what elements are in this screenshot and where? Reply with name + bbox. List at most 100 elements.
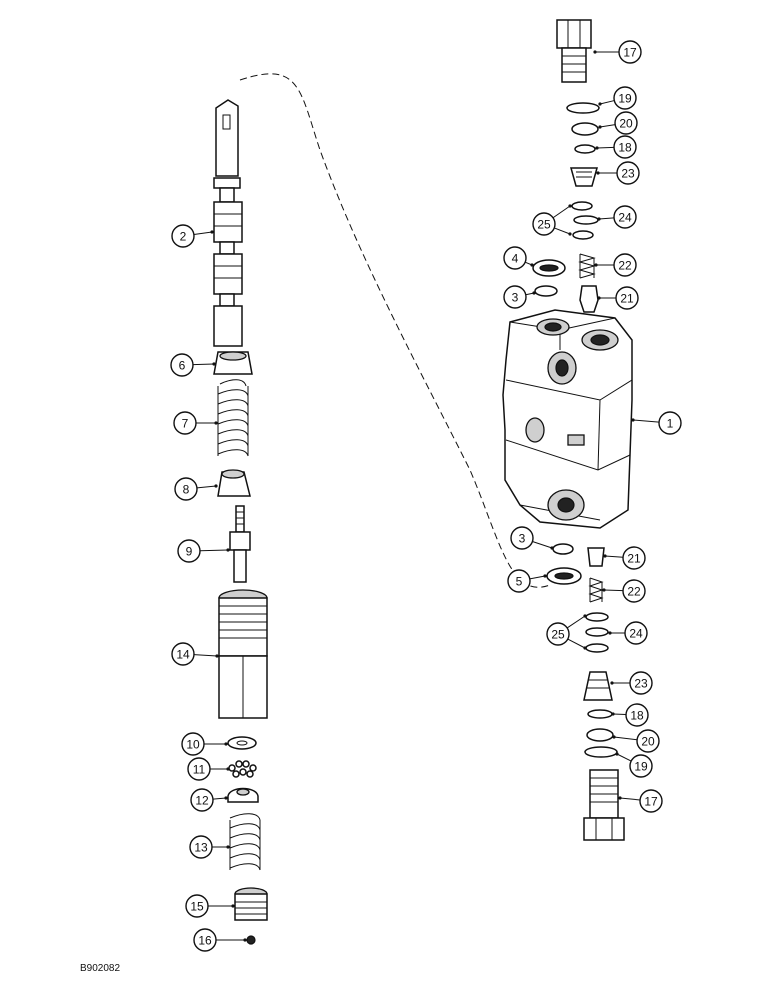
leader-arrowhead (532, 291, 536, 295)
callout-number: 23 (621, 167, 635, 181)
callout-c4: 4 (503, 246, 534, 270)
leader-arrowhead (226, 548, 230, 552)
spool-neck (219, 293, 235, 307)
check-ball (246, 935, 256, 945)
callout-circle (622, 579, 646, 603)
leader-arrowhead (618, 796, 622, 800)
callout-circle (613, 205, 637, 229)
callout-circle (177, 539, 201, 563)
leader-arrowhead (550, 546, 554, 550)
callout-number: 3 (519, 532, 526, 546)
callout-number: 21 (620, 292, 634, 306)
leader-arrowhead (226, 767, 230, 771)
callout-circle (185, 894, 209, 918)
callout-c12: 12 (190, 788, 228, 812)
leader-arrowhead (597, 217, 601, 221)
callout-c8: 8 (174, 477, 218, 501)
callout-c20-top: 20 (598, 111, 638, 135)
callout-c6: 6 (170, 353, 216, 377)
callout-circle (629, 754, 653, 778)
leader-arrowhead (243, 938, 247, 942)
callout-number: 1 (667, 417, 674, 431)
callout-c23-top: 23 (596, 161, 640, 185)
callout-number: 14 (176, 648, 190, 662)
leader-line (199, 549, 229, 552)
callout-circle (174, 477, 198, 501)
callout-c22-bot: 22 (602, 579, 646, 603)
callout-number: 12 (195, 794, 209, 808)
callout-c10: 10 (181, 732, 228, 756)
leader-arrowhead (615, 752, 619, 756)
callout-circle (629, 671, 653, 695)
callout-number: 19 (618, 92, 632, 106)
callout-circle (510, 526, 534, 550)
callout-circle (189, 835, 213, 859)
backup-ring (585, 612, 609, 622)
backup-ring (571, 201, 593, 211)
callout-number: 24 (618, 211, 632, 225)
washer (227, 736, 257, 750)
leader-arrowhead (226, 845, 230, 849)
callout-number: 16 (198, 934, 212, 948)
leader-arrowhead (595, 146, 599, 150)
leader-arrowhead (611, 712, 615, 716)
callout-circle (193, 928, 217, 952)
callout-c1: 1 (631, 411, 682, 435)
callout-c17-top: 17 (593, 40, 642, 64)
leader-arrowhead (602, 588, 606, 592)
poppet-spring-top (578, 253, 596, 279)
leader-arrowhead (224, 796, 228, 800)
callout-c5: 5 (507, 569, 547, 593)
leader-arrowhead (215, 654, 219, 658)
callout-circle (171, 224, 195, 248)
poppet-spring-bottom (588, 577, 604, 603)
callout-circle (503, 246, 527, 270)
detent-spring (229, 813, 261, 871)
leader-line (619, 797, 641, 801)
backup-ring (585, 643, 609, 653)
callout-circle (624, 621, 648, 645)
leader-arrowhead (583, 614, 587, 618)
callout-c16: 16 (193, 928, 247, 952)
callout-number: 22 (618, 259, 632, 273)
callout-circle (614, 111, 638, 135)
callout-c21-top: 21 (597, 286, 639, 310)
callout-circle (622, 546, 646, 570)
leader-line (599, 100, 615, 105)
leader-line (196, 485, 217, 489)
callout-circle (171, 642, 195, 666)
callout-c22-top: 22 (594, 253, 637, 277)
callout-c19-bot: 19 (615, 752, 653, 778)
leader-arrowhead (608, 631, 612, 635)
o-ring (584, 746, 618, 758)
callout-c11: 11 (187, 757, 230, 781)
callout-circle (173, 411, 197, 435)
callout-number: 22 (627, 585, 641, 599)
valve-body-assembly (502, 19, 633, 841)
callout-number: 24 (629, 627, 643, 641)
callout-c23-bot: 23 (610, 671, 653, 695)
callout-number: 6 (179, 359, 186, 373)
leader-arrowhead (603, 554, 607, 558)
assembly-dashed-line (239, 73, 551, 588)
leader-line (529, 575, 546, 580)
spool-end (213, 305, 243, 347)
callout-number: 3 (512, 291, 519, 305)
leader-arrowhead (593, 50, 597, 54)
callout-c19-top: 19 (598, 86, 637, 110)
leader-line (596, 146, 615, 149)
leader-arrowhead (224, 742, 228, 746)
leader-arrowhead (631, 418, 635, 422)
leader-line (632, 419, 660, 423)
leader-line (613, 736, 638, 741)
callout-circle (616, 161, 640, 185)
detent-balls (228, 760, 257, 778)
leader-line (603, 589, 624, 592)
leader-arrowhead (212, 362, 216, 366)
leader-arrowhead (594, 263, 598, 267)
leader-arrowhead (610, 681, 614, 685)
spool-land (213, 201, 243, 243)
callout-circle (190, 788, 214, 812)
callout-number: 13 (194, 841, 208, 855)
